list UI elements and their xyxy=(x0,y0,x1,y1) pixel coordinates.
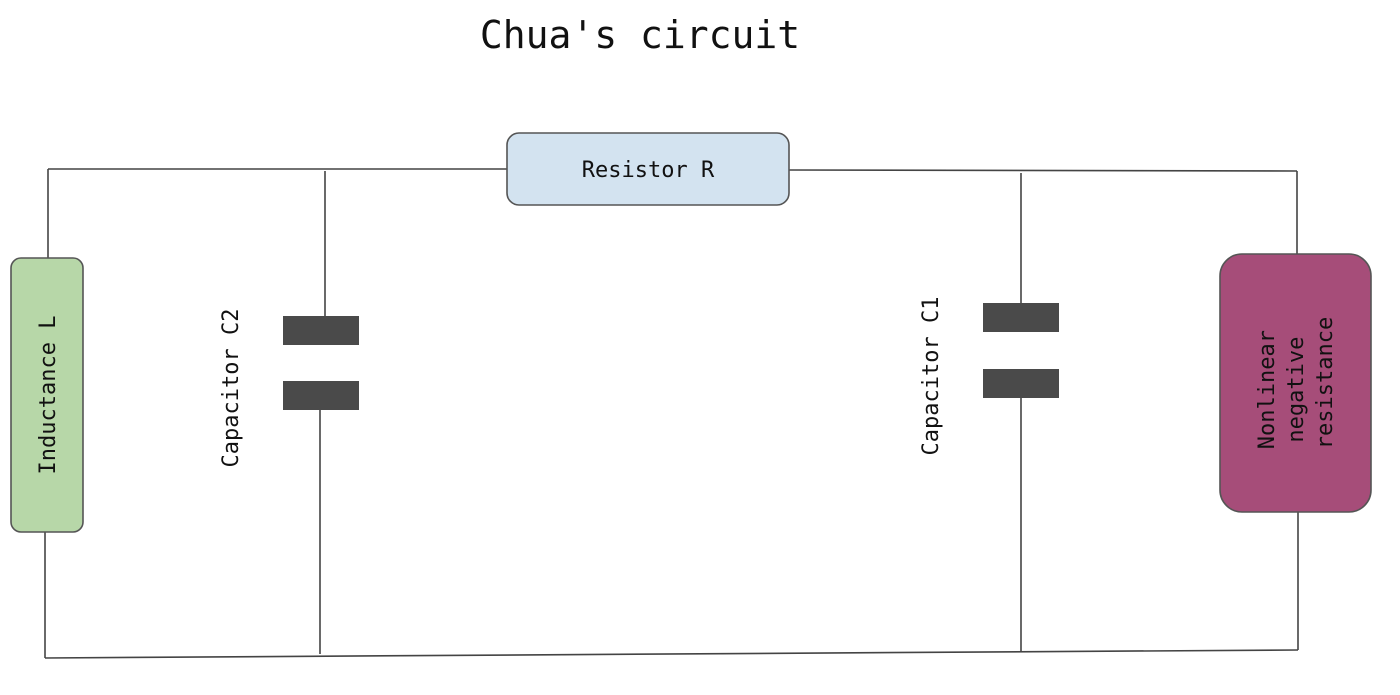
inductor-l: Inductance L xyxy=(10,257,84,533)
wire-bottom xyxy=(44,649,1299,659)
resistor-label: Resistor R xyxy=(582,158,715,183)
capacitor-c1-plate-bottom xyxy=(983,369,1059,398)
nonlinear-negative-resistance: Nonlinear negative resistance xyxy=(1219,253,1372,513)
nonlinear-label-line-2: negative xyxy=(1284,337,1309,443)
capacitor-c1-label: Capacitor C1 xyxy=(919,297,944,456)
capacitor-c1: Capacitor C1 xyxy=(919,297,1059,456)
capacitor-c1-plate-top xyxy=(983,303,1059,332)
nonlinear-label-line-3: resistance xyxy=(1313,317,1338,449)
nonlinear-box xyxy=(1219,253,1372,513)
resistor-box xyxy=(506,132,790,206)
wire-top-right xyxy=(788,169,1298,172)
nonlinear-label-line-1: Nonlinear xyxy=(1255,330,1280,449)
capacitor-c2-plate-bottom xyxy=(283,381,359,410)
capacitor-c2: Capacitor C2 xyxy=(219,309,359,468)
resistor-r: Resistor R xyxy=(506,132,790,206)
capacitor-c2-plate-top xyxy=(283,316,359,345)
circuit-wires xyxy=(44,168,1299,659)
inductor-box xyxy=(10,257,84,533)
inductor-label: Inductance L xyxy=(36,316,61,475)
capacitor-c2-label: Capacitor C2 xyxy=(219,309,244,468)
nonlinear-label: Nonlinear negative resistance xyxy=(1255,317,1338,449)
diagram-title: Chua's circuit xyxy=(480,13,800,57)
